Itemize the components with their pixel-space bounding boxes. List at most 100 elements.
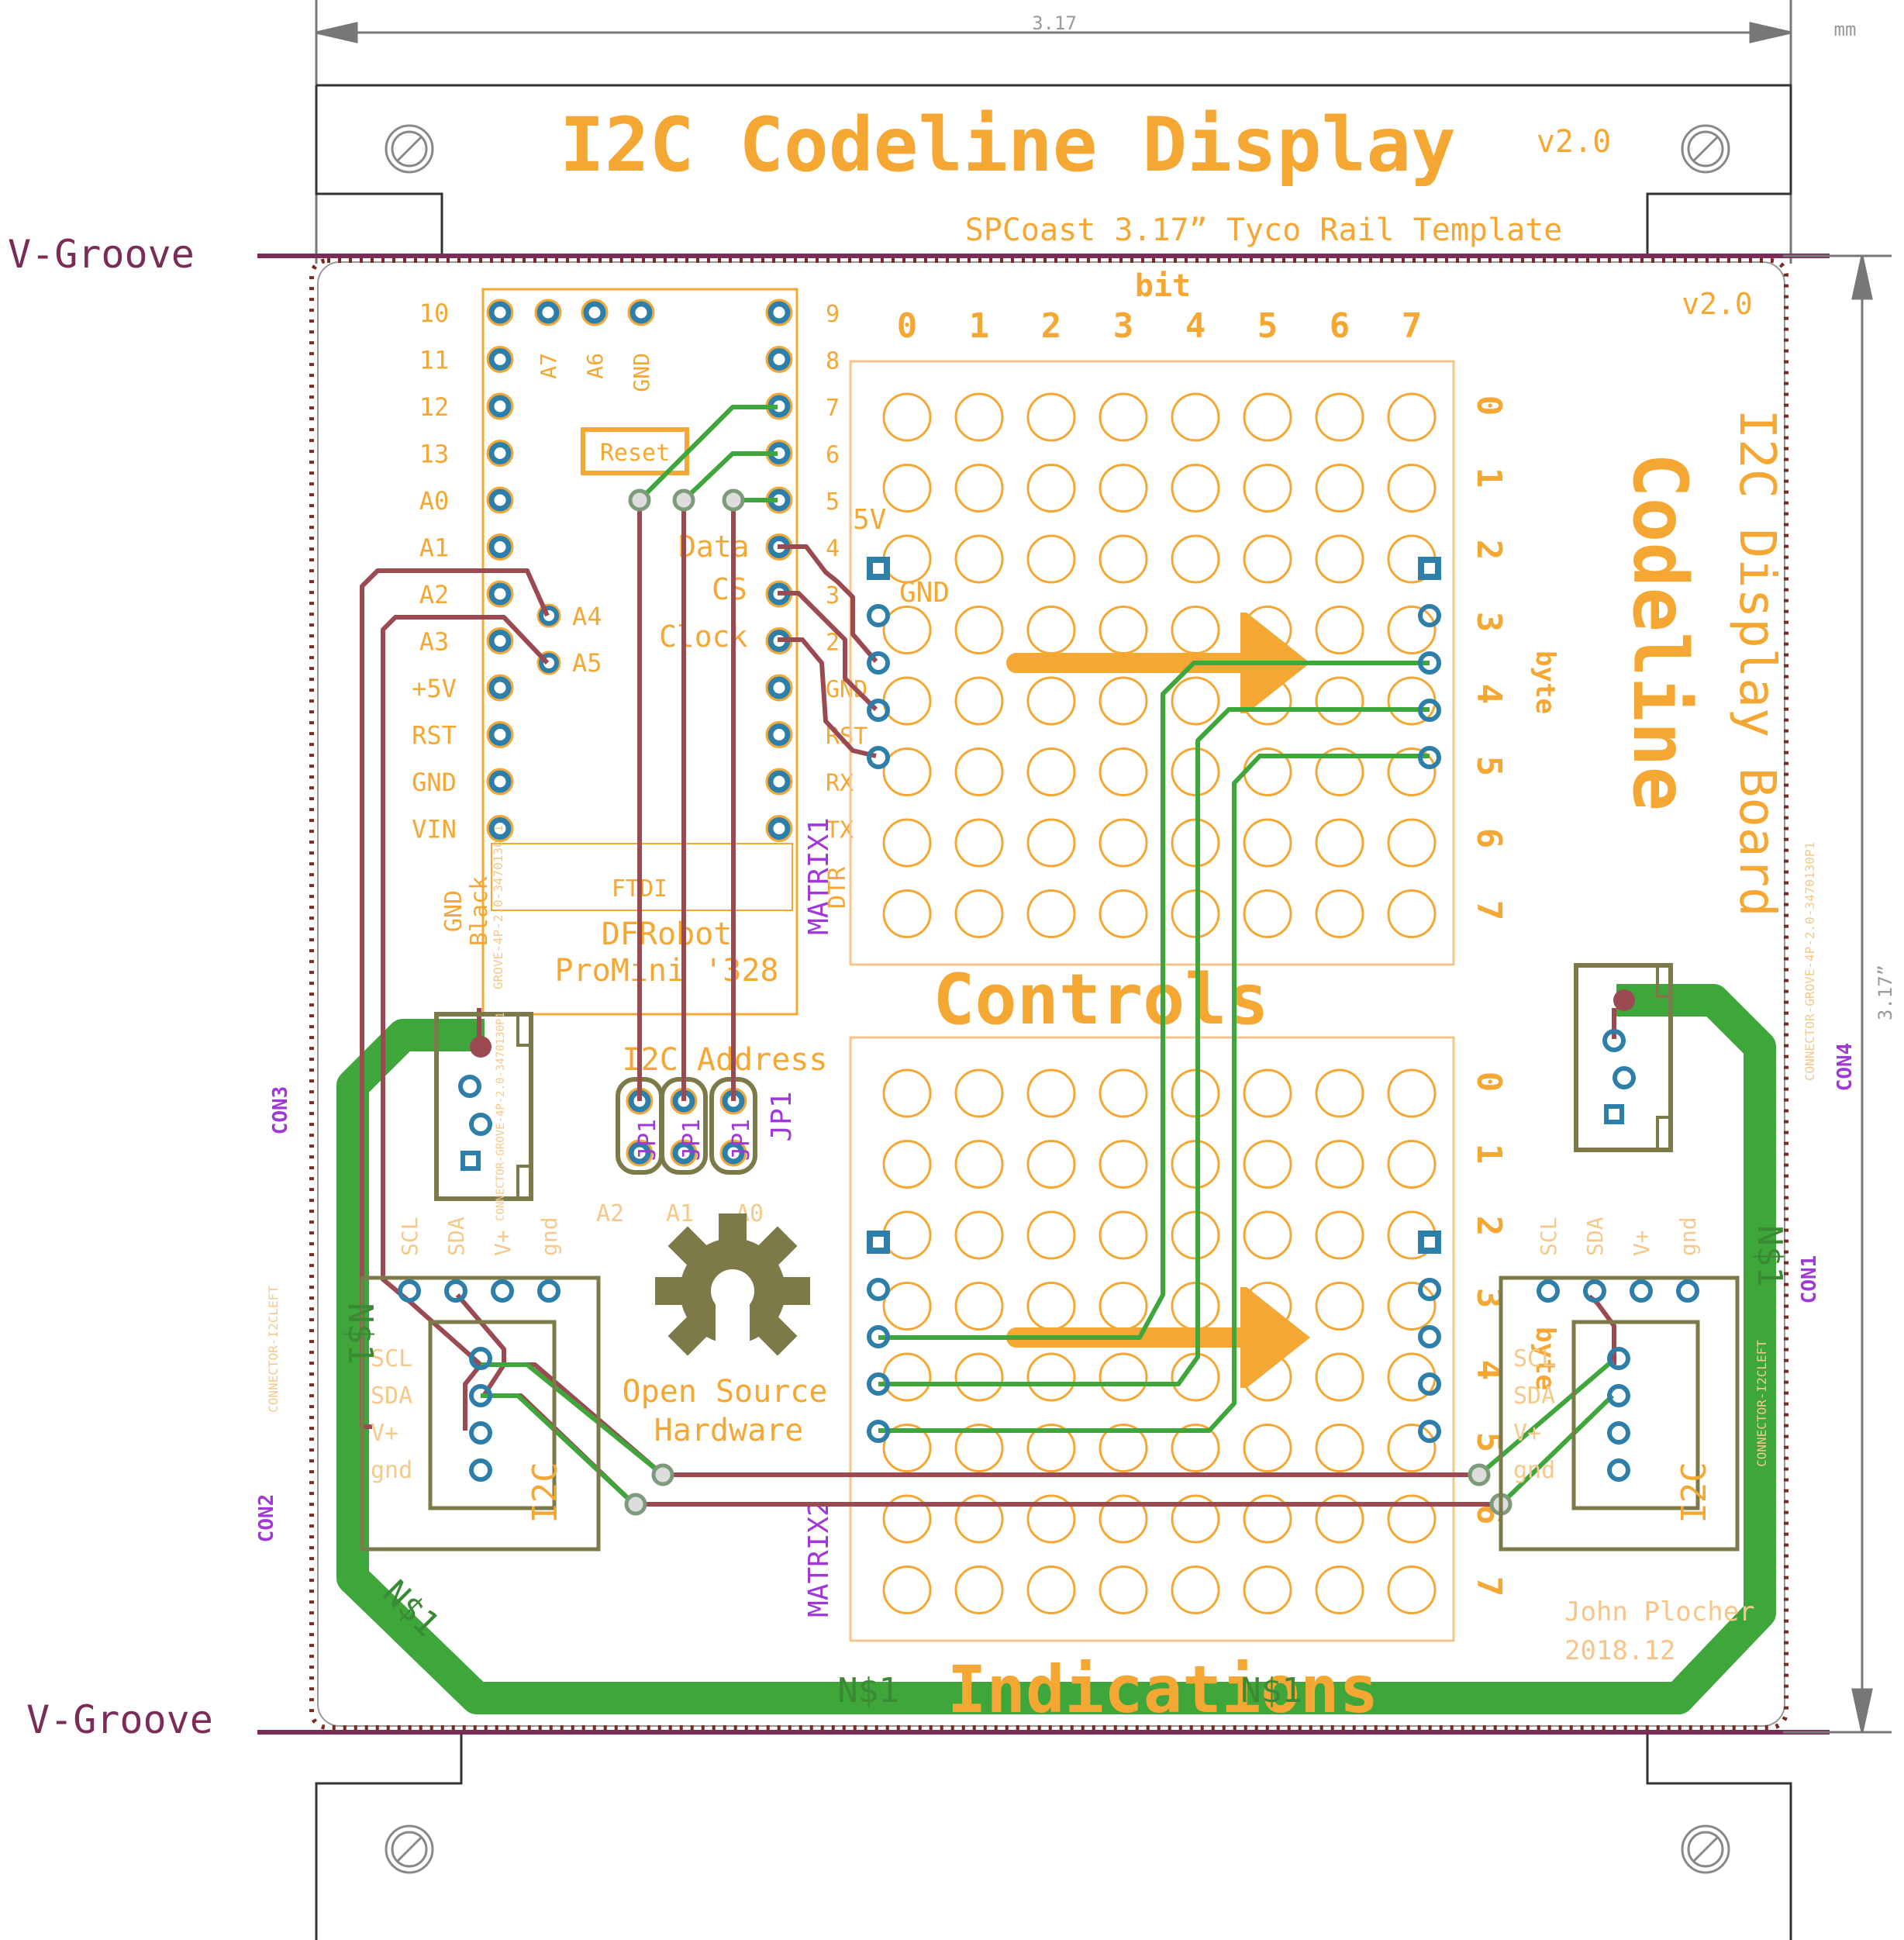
promini-right-pin-label: 3 [826,582,840,609]
led-dot [954,1140,1004,1189]
led-dot [1315,1210,1364,1260]
led-dot [954,1424,1004,1472]
promini-top-pin-label: A6 [582,353,608,379]
bit-label: bit [1135,268,1191,304]
promini-right-pin-label: DTR [824,866,851,909]
header-pad [1418,699,1441,722]
connector-pad [1607,1421,1630,1445]
connector-header-label: gnd [536,1217,562,1256]
promini-right-pin [765,721,793,748]
led-dot [954,1565,1004,1614]
promini-left-pin-ring [488,395,512,418]
vgroove-top-label: V-Groove [8,232,195,277]
led-dot [954,534,1004,584]
con1-small-text: CONNECTOR-I2CLEFT [1754,1340,1769,1467]
con4-grove-tab [1656,964,1672,998]
jumper-pad-ring [672,1141,695,1165]
connector-pad [469,1347,492,1370]
connector-header-label: V+ [490,1230,516,1256]
gnd-label: GND [899,577,950,609]
promini-right-pin-label: 2 [826,630,840,657]
promini-right-pin [765,768,793,796]
led-dot [954,747,1004,796]
subtitle: SPCoast 3.17” Tyco Rail Template [965,212,1563,248]
promini-right-pin-label: 9 [826,301,840,328]
header-pad [867,1372,890,1396]
led-dot [1315,1565,1364,1614]
vias [624,488,1513,1516]
a4-a5-pads [536,603,561,675]
led-dot [1099,747,1148,796]
led-dot [1315,1352,1364,1402]
header-pad-hole [1424,563,1435,574]
con3-grove-tab2 [516,1165,533,1200]
header-pad-hole [873,1237,884,1248]
promini-left-pin-ring [488,630,512,652]
matrix-header-pads [867,557,1441,1443]
connector-pad [469,1421,492,1445]
promini-top-pin [581,299,609,326]
main-title: I2C Codeline Display [560,102,1456,188]
led-dot [1026,1282,1076,1331]
led-dot [1387,1282,1437,1331]
author: John Plocher [1564,1597,1755,1628]
led-dot [1315,1494,1364,1544]
led-dot [1315,676,1364,726]
connector-pin-label: SCL [1513,1345,1555,1372]
promini-left-pin [486,440,514,467]
led-dot [1099,464,1148,513]
bottom-rail-frame [315,1732,1792,1940]
net-right: N$1 [1750,1225,1789,1286]
connector-header-label: SCL [397,1217,423,1256]
promini-left-pin [486,392,514,420]
con2-inner [428,1320,557,1510]
led-dot [1026,1424,1076,1472]
promini-left-pin [486,346,514,373]
led-dot [1099,606,1148,654]
led-dot [1026,676,1076,726]
promini-left-pin-ring [488,770,512,793]
promini-left-pin-ring [488,817,512,840]
header-pad [867,1420,890,1443]
con2-small-text: CONNECTOR-I2CLEFT [266,1286,281,1413]
led-dot [882,747,932,796]
promini-right-pin-ring [767,770,791,793]
header-pad [1418,1372,1441,1396]
byte-digit: 0 [1469,395,1509,416]
via [672,488,695,512]
matrix1-outline [849,360,1455,966]
promini-left-pin-label: A1 [419,533,450,563]
led-dot [1315,534,1364,584]
promini-left-pin-ring [488,442,512,464]
connector-header-label: V+ [1629,1230,1654,1256]
led-dot [1171,606,1220,654]
data-label: Data [678,530,750,564]
header-pad-hole [1424,1237,1435,1248]
led-dot [1315,464,1364,513]
led-dot [1099,1565,1148,1614]
led-dot [882,1068,932,1118]
promini-left-pin-ring [488,301,512,324]
board-title-line1: I2C Display Board [1728,409,1785,916]
led-dot [882,1424,932,1472]
promini-left-pin [486,674,514,702]
promini-left-pin [486,768,514,796]
byte-label-top: byte [1530,651,1561,714]
header-pad [1418,746,1441,769]
led-dot [882,1282,932,1331]
con4-label: CON4 [1833,1043,1857,1092]
promini-top-pin-ring [536,301,560,324]
promini-left-pin-ring [488,723,512,746]
connector-header-pad [1676,1279,1699,1303]
connector-pin-label: SCL [371,1345,412,1372]
byte-digit: 1 [1469,468,1509,488]
header-pad [867,1278,890,1301]
con2-label: CON2 [255,1494,278,1543]
promini-right-pin-ring [767,676,791,699]
led-dot [882,676,932,726]
controls-label: Controls [933,959,1268,1041]
promini-left-pin [486,815,514,842]
